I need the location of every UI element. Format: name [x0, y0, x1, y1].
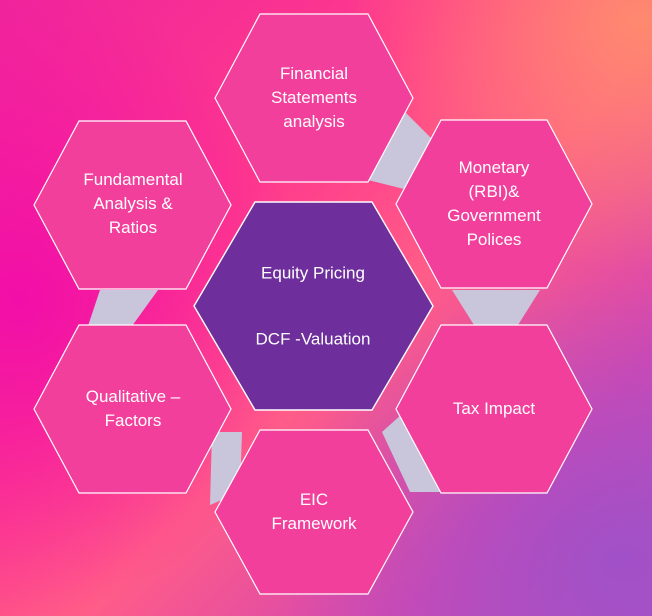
label-eic-framework: EIC Framework — [271, 490, 357, 533]
hex-tax-impact — [395, 324, 593, 494]
label-fundamental-analysis: Fundamental Analysis & Ratios — [83, 170, 183, 237]
hex-center-equity-pricing — [193, 201, 434, 411]
hex-eic-framework — [214, 429, 414, 595]
hex-qualitative-factors — [33, 324, 232, 494]
label-monetary-government: Monetary (RBI)& Government Polices — [447, 158, 541, 249]
hex-monetary-government — [395, 119, 593, 289]
center-line-1: Equity Pricing — [261, 263, 365, 283]
center-line-2: DCF -Valuation — [255, 329, 371, 349]
hex-financial-statements — [214, 13, 414, 183]
hex-fundamental-analysis — [33, 120, 232, 290]
label-qualitative-factors: Qualitative – Factors — [85, 387, 181, 430]
connector-tax-eic — [382, 405, 440, 492]
label-financial-statements: Financial Statements analysis — [271, 64, 357, 131]
connector-qualitative-fundamental — [88, 290, 158, 326]
label-tax-impact: Tax Impact — [452, 399, 536, 418]
connector-monetary-tax — [452, 290, 540, 325]
center-title: Equity Pricing DCF -Valuation — [213, 224, 413, 389]
